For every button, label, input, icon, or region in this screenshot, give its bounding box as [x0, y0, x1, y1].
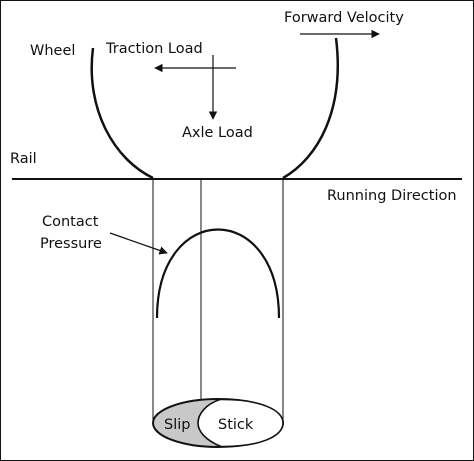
forward-velocity-label: Forward Velocity [284, 10, 404, 26]
wheel-label: Wheel [30, 43, 75, 59]
contact-pressure-curve [155, 228, 281, 319]
traction-load-label: Traction Load [105, 41, 203, 57]
stick-label: Stick [218, 417, 254, 433]
running-direction-label: Running Direction [327, 188, 457, 204]
contact-pressure-label-line1: Contact [42, 214, 99, 230]
contact-pressure-pointer [109, 232, 168, 255]
contact-pressure-label-line2: Pressure [40, 236, 102, 252]
wheel-outline [90, 37, 339, 180]
slip-label: Slip [164, 417, 190, 433]
axle-load-label: Axle Load [182, 125, 253, 141]
stick-region [197, 398, 284, 448]
rail-label: Rail [10, 151, 37, 167]
